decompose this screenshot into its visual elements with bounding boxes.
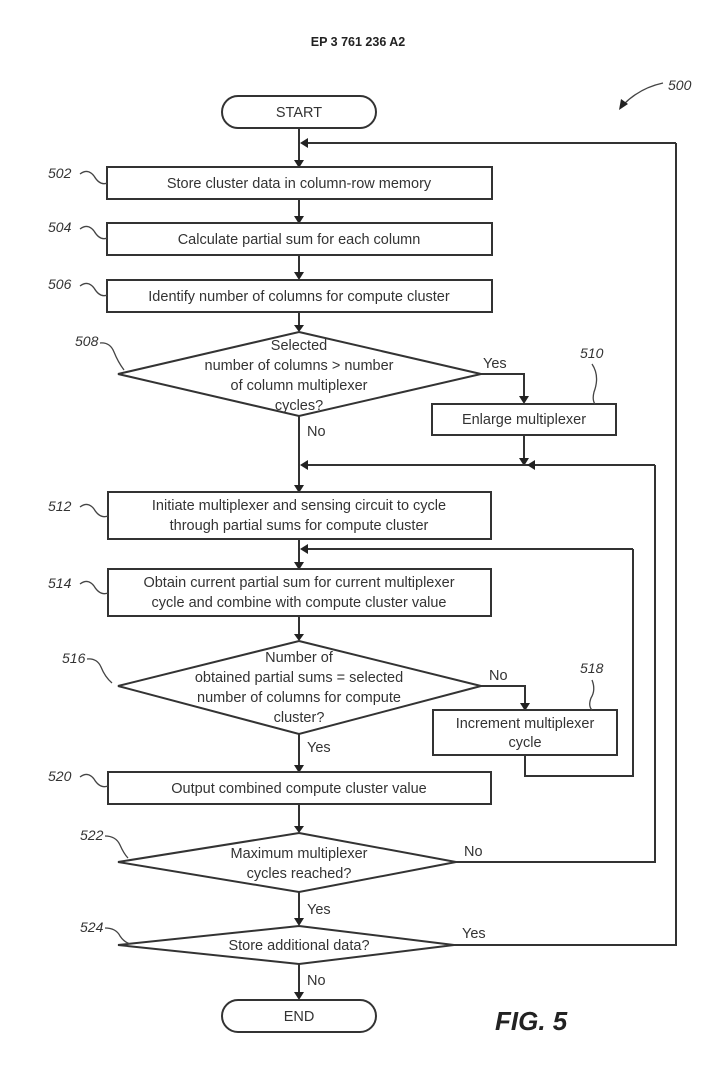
decision-508-line2: number of columns > number <box>205 358 394 374</box>
step-506-text: Identify number of columns for compute c… <box>148 289 450 305</box>
step-514-line2: cycle and combine with compute cluster v… <box>152 595 447 611</box>
figure-label: FIG. 5 <box>495 1006 568 1036</box>
step-506-ref: 506 <box>48 276 72 292</box>
leader-510 <box>591 363 598 405</box>
decision-524-ref: 524 <box>80 919 104 935</box>
leader-522 <box>104 835 129 859</box>
leader-512 <box>79 503 109 518</box>
arrow-down <box>294 485 304 493</box>
arrow-down <box>519 458 529 466</box>
loop-518 <box>524 549 634 777</box>
step-510-text: Enlarge multiplexer <box>462 412 586 428</box>
decision-516-line2: obtained partial sums = selected <box>195 670 403 686</box>
decision-522-ref: 522 <box>80 827 104 843</box>
step-520-text: Output combined compute cluster value <box>171 781 427 797</box>
decision-522 <box>117 831 457 894</box>
step-512-box <box>107 491 492 540</box>
reference-arrow-500 <box>619 99 628 110</box>
arrow-down <box>294 992 304 1000</box>
step-520-ref: 520 <box>48 768 72 784</box>
branch-516-no: No <box>489 668 508 684</box>
leader-508 <box>99 342 125 371</box>
decision-516-line4: cluster? <box>274 710 325 726</box>
branch-516-yes: Yes <box>307 740 331 756</box>
arrow-left <box>527 460 535 470</box>
end-terminal <box>221 999 377 1033</box>
arrow-left <box>300 460 308 470</box>
decision-508-line1: Selected <box>271 338 327 354</box>
arrow-down <box>520 703 530 711</box>
step-512-line1: Initiate multiplexer and sensing circuit… <box>152 498 446 514</box>
leader-524 <box>104 927 131 945</box>
branch-524-no: No <box>307 973 326 989</box>
leader-504 <box>79 225 108 240</box>
step-518-box <box>432 709 618 756</box>
step-504-ref: 504 <box>48 219 72 235</box>
arrow-down <box>294 216 304 224</box>
arrow-down <box>294 562 304 570</box>
step-502-ref: 502 <box>48 165 72 181</box>
arrow-down <box>294 272 304 280</box>
loop-524-yes <box>454 143 677 946</box>
step-510-ref: 510 <box>580 345 604 361</box>
branch-524-yes: Yes <box>462 926 486 942</box>
decision-516-ref: 516 <box>62 650 86 666</box>
branch-508-no: No <box>307 424 326 440</box>
arrow-down <box>294 826 304 833</box>
leader-502 <box>79 170 108 185</box>
decision-524-text: Store additional data? <box>228 938 369 954</box>
step-512-line2: through partial sums for compute cluster <box>170 518 429 534</box>
step-518-ref: 518 <box>580 660 604 676</box>
decision-516-line1: Number of <box>265 650 334 666</box>
leader-518 <box>589 679 595 711</box>
arrow-down <box>294 325 304 332</box>
end-label: END <box>284 1009 315 1025</box>
step-518-line2: cycle <box>508 735 541 751</box>
leader-516 <box>86 658 113 684</box>
leader-506 <box>79 282 108 297</box>
step-514-ref: 514 <box>48 575 72 591</box>
step-512-ref: 512 <box>48 498 72 514</box>
figure-reference-500: 500 <box>668 77 692 93</box>
step-520-box <box>107 771 492 805</box>
publication-number: EP 3 761 236 A2 <box>311 35 406 49</box>
arrow-down <box>519 396 529 404</box>
arrow-down <box>294 160 304 168</box>
start-label: START <box>276 105 322 121</box>
arrow-down <box>294 918 304 926</box>
loop-522-no <box>456 465 656 863</box>
connector-516-no <box>481 685 526 703</box>
step-514-line1: Obtain current partial sum for current m… <box>143 575 454 591</box>
reference-leader-500 <box>623 82 664 105</box>
decision-508-line3: of column multiplexer <box>231 378 368 394</box>
step-504-text: Calculate partial sum for each column <box>178 232 421 248</box>
decision-522-line2: cycles reached? <box>247 866 352 882</box>
decision-508-ref: 508 <box>75 333 99 349</box>
decision-516-line3: number of columns for compute <box>197 690 401 706</box>
arrow-down <box>294 765 304 773</box>
step-502-text: Store cluster data in column-row memory <box>167 176 432 192</box>
arrow-left <box>300 138 308 148</box>
branch-522-yes: Yes <box>307 902 331 918</box>
step-518-line1: Increment multiplexer <box>456 716 595 732</box>
decision-508-line4: cycles? <box>275 398 323 414</box>
branch-522-no: No <box>464 844 483 860</box>
branch-508-yes: Yes <box>483 356 507 372</box>
leader-520 <box>79 773 109 788</box>
decision-522-line1: Maximum multiplexer <box>231 846 368 862</box>
arrow-left <box>300 544 308 554</box>
arrow-down <box>294 634 304 641</box>
connector-508-yes <box>481 373 525 396</box>
leader-514 <box>79 580 109 595</box>
